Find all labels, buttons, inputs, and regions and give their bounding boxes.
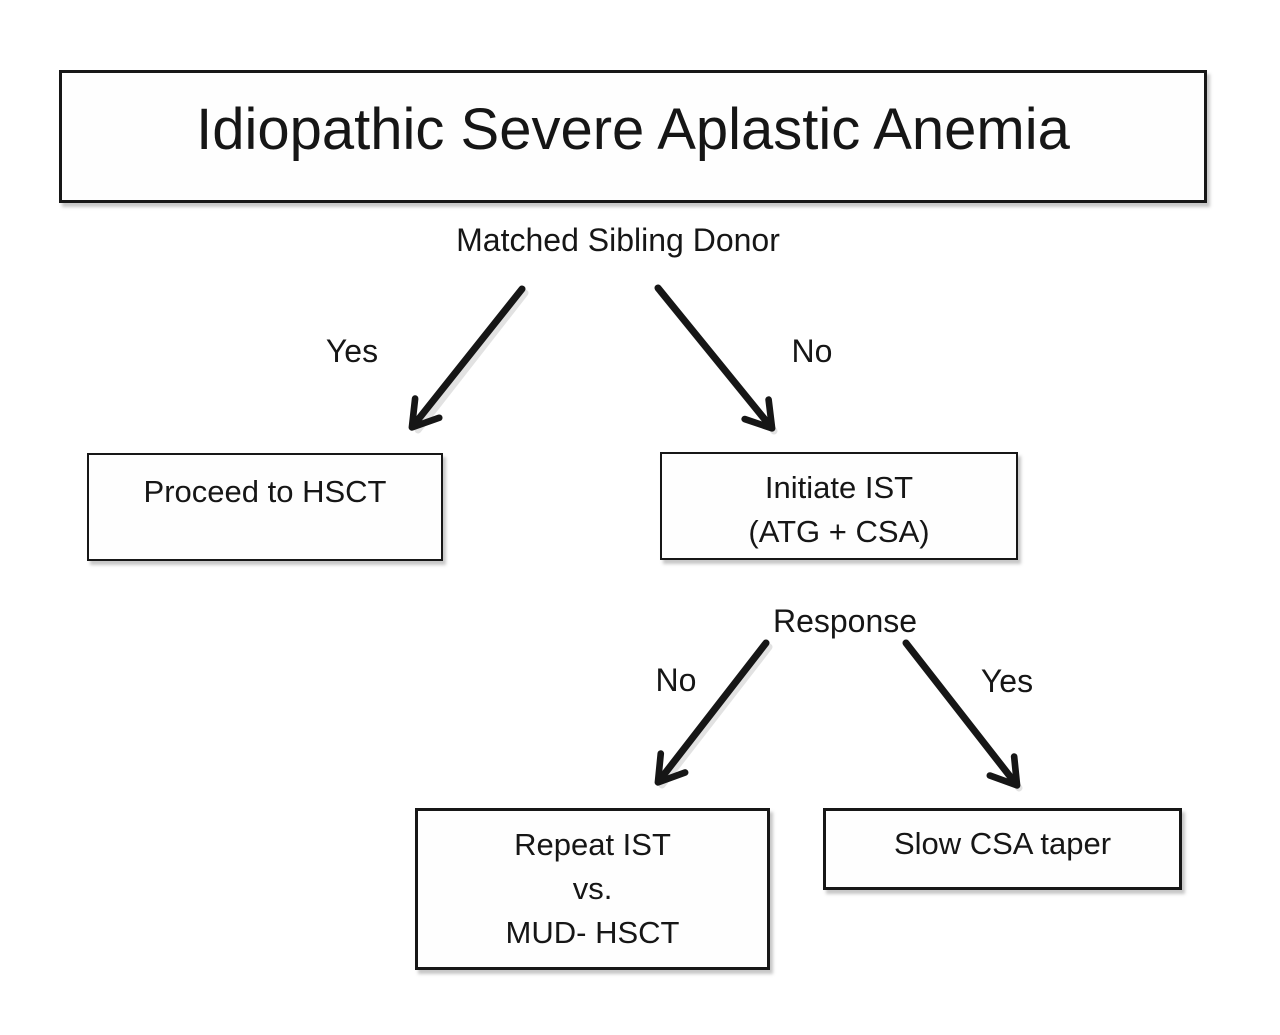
node-repeat-text-line2: vs. (572, 871, 613, 906)
title-box: Idiopathic Severe Aplastic Anemia (59, 70, 1207, 203)
node-slow-csa-taper: Slow CSA taper (823, 808, 1182, 890)
edge-label-response-yes: Yes (980, 663, 1034, 699)
edge-label-response-no: No (655, 662, 697, 698)
page-title: Idiopathic Severe Aplastic Anemia (196, 97, 1070, 162)
node-slow-text: Slow CSA taper (893, 826, 1112, 861)
decision-label-response: Response (772, 603, 918, 639)
node-initiate-text-line1: Initiate IST (764, 470, 914, 505)
edge-label-sibling-yes: Yes (325, 333, 379, 369)
node-proceed-text: Proceed to HSCT (143, 474, 387, 509)
node-initiate-text-line2: (ATG + CSA) (748, 514, 930, 549)
node-initiate-ist: Initiate IST (ATG + CSA) (660, 452, 1018, 560)
edge-label-sibling-no: No (791, 333, 833, 369)
node-repeat-text-line1: Repeat IST (514, 827, 671, 862)
node-proceed-to-hsct: Proceed to HSCT (87, 453, 443, 561)
decision-label-matched-sibling-donor: Matched Sibling Donor (456, 222, 780, 258)
node-repeat-text-line3: MUD- HSCT (505, 915, 680, 950)
node-repeat-ist-vs-mud-hsct: Repeat IST vs. MUD- HSCT (415, 808, 770, 970)
